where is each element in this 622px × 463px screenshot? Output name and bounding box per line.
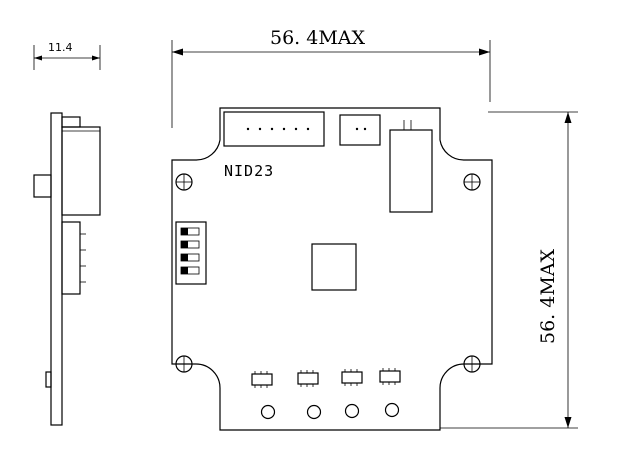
relay-component [389, 120, 433, 213]
board-outline [171, 107, 493, 431]
main-connector [223, 111, 325, 147]
board-label: NID23 [224, 162, 274, 180]
side-switch [33, 174, 52, 198]
width-dimension-text: 56. 4MAX [270, 27, 366, 49]
height-dimension: 56. 4MAX [440, 111, 578, 429]
small-ic-2 [297, 370, 319, 387]
side-view: 11.4 [33, 41, 101, 426]
led-4 [384, 402, 400, 418]
central-chip [311, 243, 357, 291]
width-dimension: 56. 4MAX [171, 27, 491, 128]
side-thickness-dimension: 11.4 [33, 41, 101, 70]
mounting-hole-tr [463, 173, 481, 191]
side-pcb [50, 112, 63, 426]
mounting-hole-bl [175, 355, 193, 373]
height-dimension-text: 56. 4MAX [537, 248, 559, 344]
side-connector [61, 126, 101, 216]
side-thickness-text: 11.4 [48, 41, 73, 54]
small-ic-1 [251, 371, 273, 388]
small-connector [339, 114, 381, 146]
led-2 [306, 404, 322, 420]
led-3 [344, 403, 360, 419]
side-pin-header [61, 221, 81, 295]
dip-switch [175, 221, 207, 285]
small-ic-3 [341, 369, 363, 386]
side-connector-tab [61, 116, 81, 128]
mounting-hole-br [463, 355, 481, 373]
mounting-hole-tl [175, 173, 193, 191]
side-bottom-part [45, 371, 52, 388]
led-1 [260, 404, 276, 420]
small-ic-4 [379, 368, 401, 385]
